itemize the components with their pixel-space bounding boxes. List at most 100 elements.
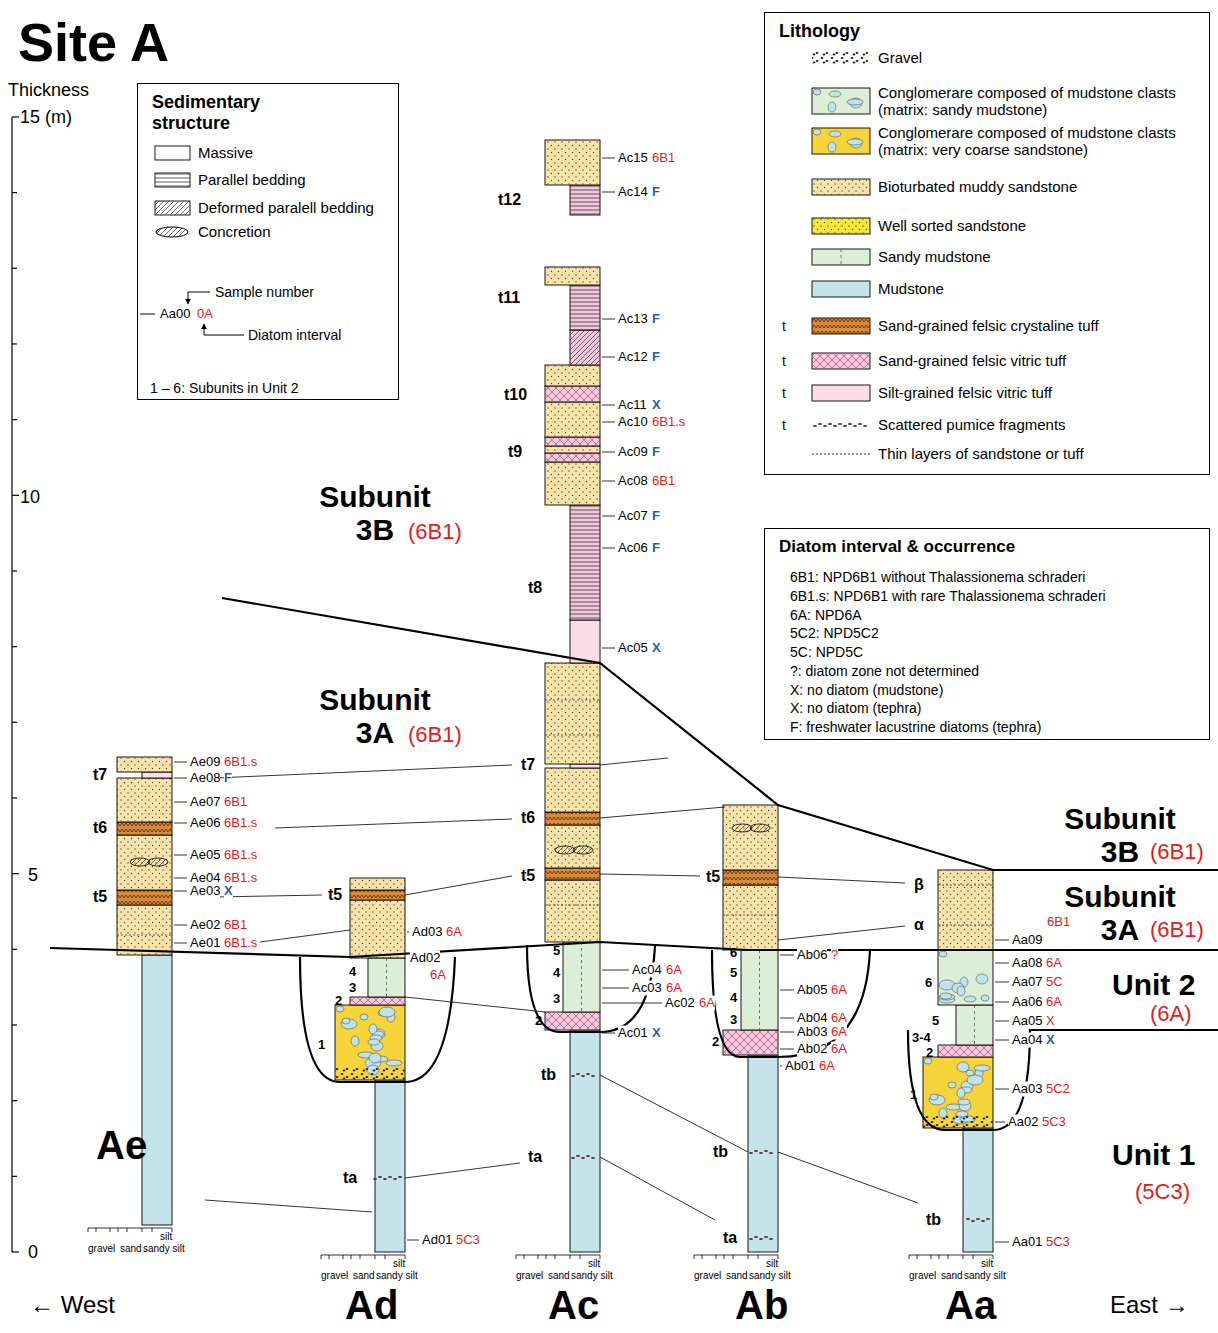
lithology-unit [545,825,600,868]
pumice-fragment [838,423,842,425]
correlation-line [778,926,905,940]
pumice-fragment [759,1152,763,1154]
grain-tick [963,1255,964,1259]
tephra-name: t7 [92,766,108,784]
thin-layer [723,915,778,916]
legend-text: Conglomerare composed of mudstone clasts… [878,84,1203,119]
lithology-unit [117,822,172,835]
mudstone-clast [379,1007,395,1017]
axis-label: 10 [20,487,40,508]
sample-number: Ac05 [618,641,648,656]
pumice-fragment [749,1152,753,1154]
correlation-line [778,877,905,883]
diatom-code: X [1046,1033,1055,1048]
diatom-code: 6B1.s [224,755,257,770]
sample-number: Ae09 [190,755,220,770]
grain-tick [555,1255,556,1259]
lithology-pattern [545,365,600,386]
lithology-unit [545,446,600,453]
correlation-line [275,819,512,828]
legend-text: Scattered pumice fragments [878,416,1203,433]
sample-leader [995,1122,1005,1123]
lithology-unit [368,958,405,997]
pumice-fragment [398,1176,402,1178]
mudstone-clast [939,951,947,957]
section-name: Ab [735,1282,788,1328]
subunit-number: 3-4 [912,1031,931,1046]
legend-note: Diatom interval [248,327,341,343]
subunit-number: 5 [932,1014,939,1029]
axis-label: Thickness [8,80,89,101]
axis-tick [12,116,19,117]
legend-note: Sample number [215,284,314,300]
lithology-pattern [545,663,600,764]
subunit-number: 2 [335,994,342,1009]
mudstone-clast [829,91,841,97]
sample-leader [602,548,615,549]
legend-box: Sedimentary structure [137,83,399,400]
diatom-code: 6A [831,1042,847,1057]
pumice-fragment [823,425,827,427]
grain-size-label: sandy silt [749,1270,791,1282]
tephra-name: t12 [497,191,522,209]
axis-tick [12,192,17,193]
lithology-unit [545,267,600,285]
grain-axis [321,1255,405,1256]
mudstone-clast [976,974,988,984]
legend-text: 6A: NPD6A [790,606,862,622]
legend-text: Silt-grained felsic vitric tuff [878,384,1203,401]
legend-text: Parallel bedding [198,171,306,188]
diatom-code: 5C [1046,975,1063,990]
grain-tick [546,1255,547,1259]
sample-number: Ae03 [190,884,220,899]
sample-number: Ad03 [412,925,442,940]
lithology-pattern [545,386,600,402]
lithology-pattern [545,812,600,825]
lithology-unit [545,140,600,185]
sample-leader [602,648,615,649]
grain-size-label: sandy silt [964,1270,1006,1282]
grain-size-label: gravel [88,1243,115,1255]
lithology-pattern [812,179,870,195]
pumice-fragment [764,1150,768,1152]
sample-leader [780,1049,794,1050]
correlation-line [600,874,700,876]
legend-text: F: freshwater lacustrine diatoms (tephra… [790,719,1041,735]
lithology-unit [155,201,190,215]
tephra-name: ta [527,1148,543,1166]
diatom-code: 6A [1046,956,1062,971]
pumice-fragment [576,1155,580,1157]
sample-leader [780,1032,794,1033]
axis-tick [12,343,17,344]
direction-label: ← West [30,1291,115,1319]
diatom-code: X [224,884,233,899]
pumice-fragment [981,1220,985,1222]
grain-tick [917,1255,918,1259]
diatom-code: 6B1 [652,474,675,489]
sample-leader [995,1002,1009,1003]
lithology-pattern [723,870,778,885]
sample-leader [995,940,1009,941]
legend-text: X: no diatom (mudstone) [790,681,943,697]
grain-size-label: gravel [909,1270,936,1282]
sample-number: Aa02 [1008,1115,1038,1130]
sample-leader [407,932,409,933]
sample-number: Aa04 [1012,1033,1042,1048]
diatom-code: X [652,1026,661,1041]
grain-size-label: gravel [694,1270,721,1282]
grain-tick [343,1255,344,1259]
leader-arrow [188,292,210,304]
diatom-code: X [1046,1014,1055,1029]
correlation-line [778,1152,918,1203]
legend-text: Sand-grained felsic crystaline tuff [878,317,1203,334]
lithology-pattern [117,905,172,955]
legend-text: 5C2: NPD5C2 [790,625,879,641]
grain-tick [127,1228,128,1232]
sample-leader [602,357,615,358]
sample-number: Ac02 [665,996,695,1011]
diatom-code: F [652,185,660,200]
lithology-pattern [350,878,405,890]
pumice-fragment [581,1157,585,1159]
grain-tick [538,1255,539,1259]
